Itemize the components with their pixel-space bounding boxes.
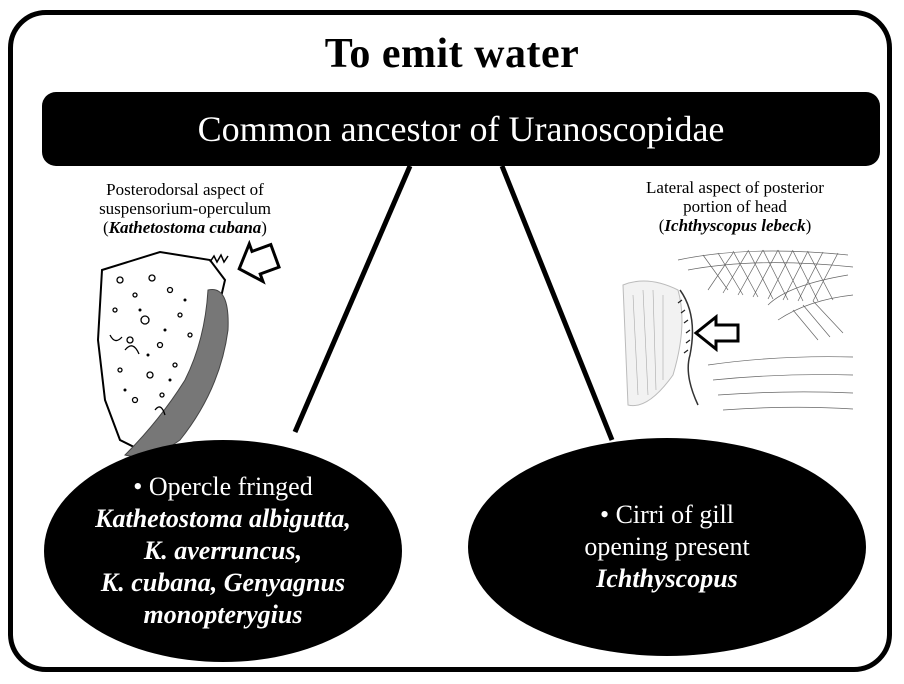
left-figure-caption: Posterodorsal aspect of suspensorium-ope… — [60, 180, 310, 237]
right-clade-node: • Cirri of gill opening present Ichthysc… — [468, 438, 866, 656]
opercle-drawing — [90, 240, 310, 470]
left-clade-taxon-3: K. cubana, Genyagnus — [101, 567, 345, 599]
left-caption-line1: Posterodorsal aspect of — [60, 180, 310, 199]
left-caption-line2: suspensorium-operculum — [60, 199, 310, 218]
right-clade-taxon: Ichthyscopus — [596, 563, 738, 595]
right-clade-character-1: • Cirri of gill — [600, 499, 734, 531]
left-clade-taxon-1: Kathetostoma albigutta, — [95, 503, 351, 535]
right-caption-line2: portion of head — [600, 197, 870, 216]
branch-left — [295, 166, 410, 432]
branch-right — [502, 166, 612, 440]
left-arrow-icon — [232, 240, 281, 288]
right-arrow-icon — [696, 317, 738, 349]
gill-cirri-drawing — [618, 245, 856, 420]
right-clade-character-2: opening present — [584, 531, 749, 563]
ancestor-label: Common ancestor of Uranoscopidae — [198, 108, 725, 150]
left-clade-node: • Opercle fringed Kathetostoma albigutta… — [44, 440, 402, 662]
left-clade-taxon-4: monopterygius — [144, 599, 303, 631]
ancestor-box: Common ancestor of Uranoscopidae — [42, 92, 880, 166]
right-caption-species: Ichthyscopus lebeck — [664, 216, 805, 235]
left-clade-taxon-2: K. averruncus, — [144, 535, 302, 567]
right-caption-line1: Lateral aspect of posterior — [600, 178, 870, 197]
diagram-title: To emit water — [0, 30, 904, 78]
right-figure-caption: Lateral aspect of posterior portion of h… — [600, 178, 870, 235]
left-clade-character: • Opercle fringed — [133, 471, 312, 503]
left-caption-species: Kathetostoma cubana — [109, 218, 262, 237]
